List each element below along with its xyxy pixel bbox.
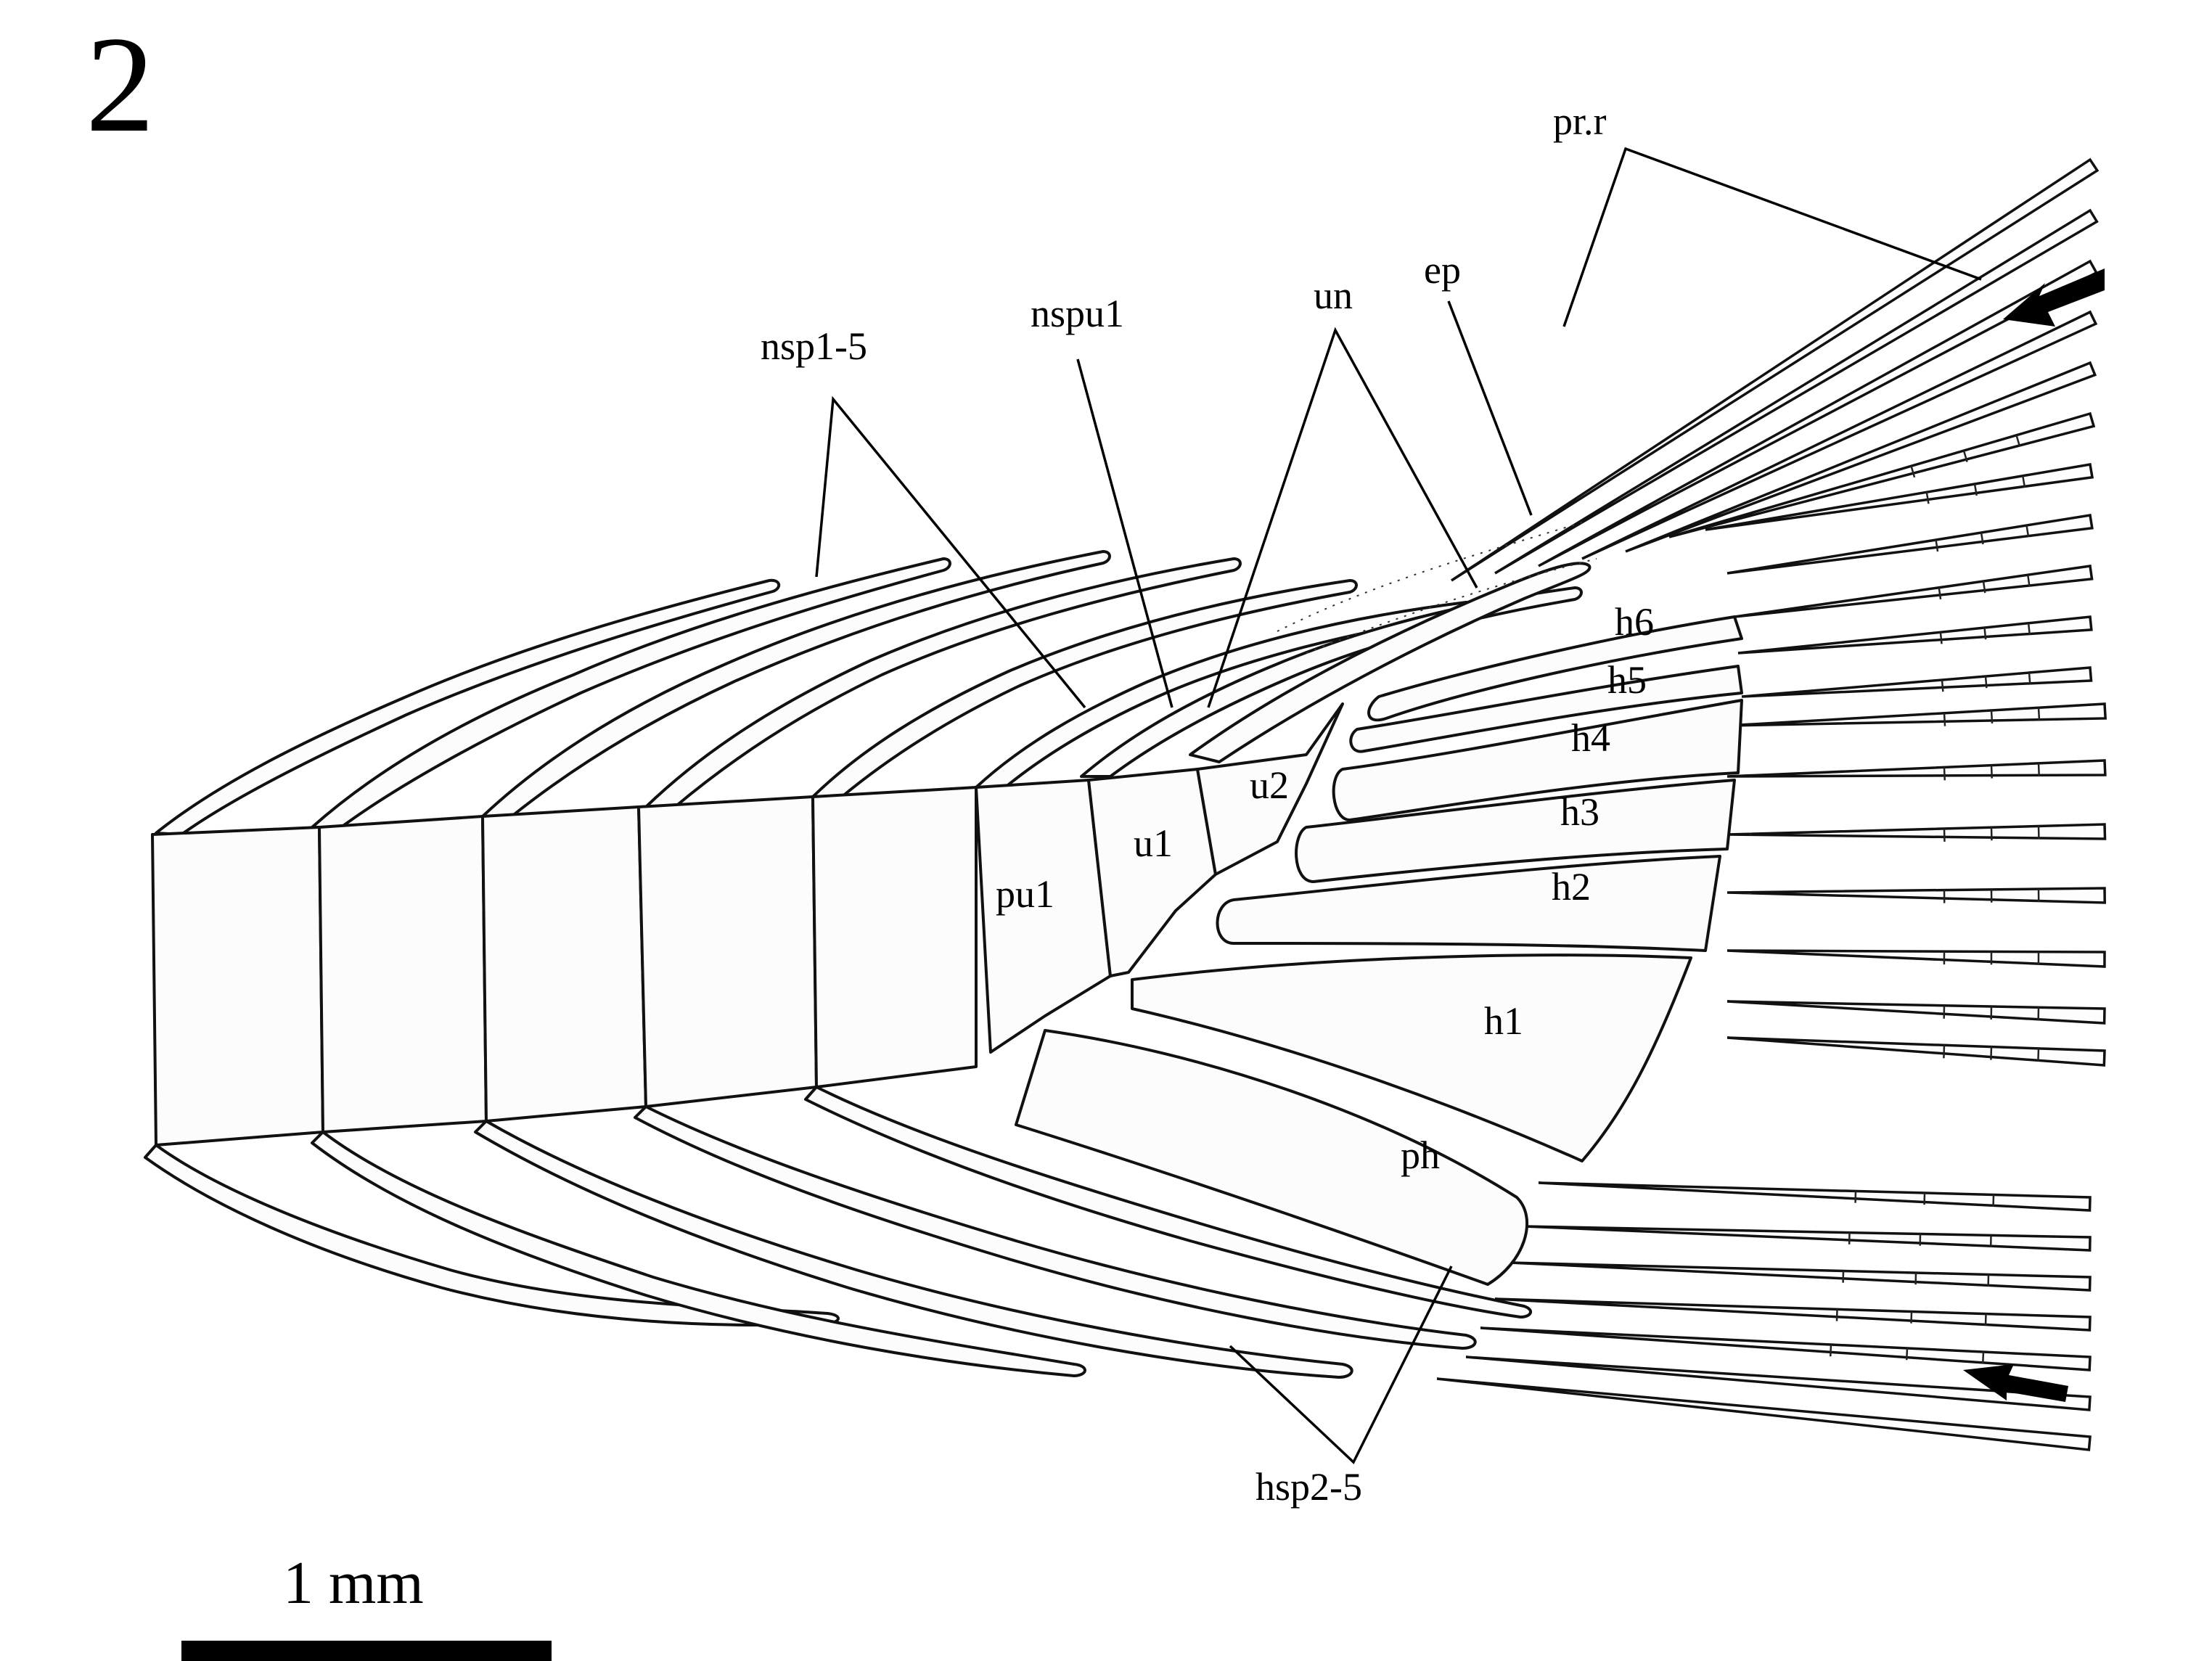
ray-segment [1973, 483, 1978, 496]
fin-ray [1726, 759, 2107, 778]
label-pu1: pu1 [996, 872, 1054, 916]
leader-nspu1 [1076, 358, 1173, 708]
arrow-lower [1963, 1364, 2068, 1402]
ray-segment [2015, 435, 2021, 447]
label-nsp1-5: nsp1-5 [761, 324, 867, 368]
fin-ray [1668, 411, 2096, 538]
label-h2: h2 [1552, 865, 1591, 909]
label-u2: u2 [1250, 763, 1289, 807]
fin-ray [1494, 208, 2099, 575]
label-nspu1: nspu1 [1031, 292, 1125, 335]
ray-segment [1925, 492, 1930, 504]
fin-ray [1726, 1000, 2106, 1025]
arrow-upper [2003, 268, 2105, 327]
arrow-upper-icon [2003, 268, 2105, 327]
ray-segment [2037, 1048, 2040, 1062]
centrum-1 [151, 826, 324, 1147]
ray-segment [1982, 581, 1986, 594]
ray-segment [1980, 532, 1984, 545]
centrum-2 [318, 815, 488, 1133]
scale-bar [181, 1641, 552, 1661]
leader-prr [1562, 147, 1982, 327]
fin-ray [1523, 1225, 2092, 1252]
label-hsp2-5: hsp2-5 [1255, 1465, 1362, 1509]
label-h5: h5 [1607, 658, 1647, 702]
fin-ray [1509, 1261, 2092, 1292]
ural-centrum-2 [1196, 702, 1344, 876]
neural-spines [155, 550, 1583, 836]
ray-segment [1962, 450, 1968, 462]
ray-segment [1905, 1348, 1909, 1361]
centrum-5 [811, 786, 978, 1088]
ray-segment [2028, 672, 2031, 685]
vertebral-column [151, 702, 1344, 1147]
upper-fin-rays [1451, 157, 2107, 1067]
leader-nsp [815, 395, 1086, 709]
ray-segment [2025, 525, 2030, 538]
fin-ray [1726, 702, 2107, 727]
label-h4: h4 [1571, 716, 1610, 760]
label-pr-r: pr.r [1553, 99, 1607, 143]
fin-ray [1737, 615, 2093, 655]
fin-ray [1494, 1297, 2092, 1332]
ray-segment [1939, 632, 1943, 644]
label-ph: ph [1401, 1133, 1440, 1177]
label-ep: ep [1424, 248, 1461, 292]
fin-ray [1480, 1326, 2092, 1371]
ray-segment [1829, 1344, 1832, 1357]
fin-ray [1741, 666, 2093, 698]
fin-ray [1451, 157, 2100, 582]
fin-ray [1726, 1036, 2106, 1067]
fin-ray [1465, 1356, 2092, 1411]
lower-fin-rays [1436, 1181, 2092, 1451]
hypurals [1015, 615, 1743, 1286]
label-h1: h1 [1484, 999, 1523, 1043]
fin-ray [1625, 361, 2097, 553]
fin-ray [1726, 887, 2107, 904]
ray-segment [2027, 575, 2031, 587]
ray-segment [1983, 627, 1987, 640]
fin-ray [1538, 1181, 2092, 1212]
ray-segment [1941, 679, 1944, 692]
fin-ray [1726, 513, 2094, 575]
ray-segment [2022, 475, 2026, 488]
haemal-spines [144, 1086, 1532, 1379]
ray-segment [1935, 539, 1939, 552]
ray-segment [1990, 710, 1994, 724]
label-u1: u1 [1134, 821, 1173, 865]
ray-segment [1943, 713, 1946, 726]
leader-ep [1447, 300, 1533, 516]
fin-ray [1705, 462, 2094, 531]
label-h3: h3 [1560, 790, 1599, 834]
preural-centrum-1 [975, 779, 1112, 1054]
label-un: un [1314, 274, 1353, 317]
ray-segment [1938, 587, 1942, 599]
label-h6: h6 [1615, 600, 1654, 644]
ural-centrum-1 [1087, 768, 1217, 977]
fin-ray [1436, 1377, 2092, 1451]
figure-number: 2 [86, 9, 155, 161]
fin-ray [1581, 310, 2098, 560]
fin-ray [1734, 565, 2094, 618]
scale-bar-label: 1 mm [283, 1549, 424, 1617]
centrum-3 [481, 805, 647, 1123]
ray-segment [1943, 767, 1946, 781]
ray-segment [2027, 623, 2031, 635]
fin-ray [1726, 823, 2107, 840]
epural-uroneural [1189, 522, 1597, 763]
centrum-4 [637, 795, 818, 1108]
leader-hsp [1229, 1266, 1453, 1464]
leader-un [1207, 327, 1478, 708]
ray-segment [1910, 465, 1916, 478]
ray-segment [1990, 765, 1994, 779]
fin-ray [1726, 949, 2106, 968]
fin-ray [1538, 259, 2099, 567]
arrow-lower-icon [1963, 1364, 2068, 1402]
leader-lines [815, 147, 1982, 1464]
ray-segment [1943, 1045, 1946, 1059]
